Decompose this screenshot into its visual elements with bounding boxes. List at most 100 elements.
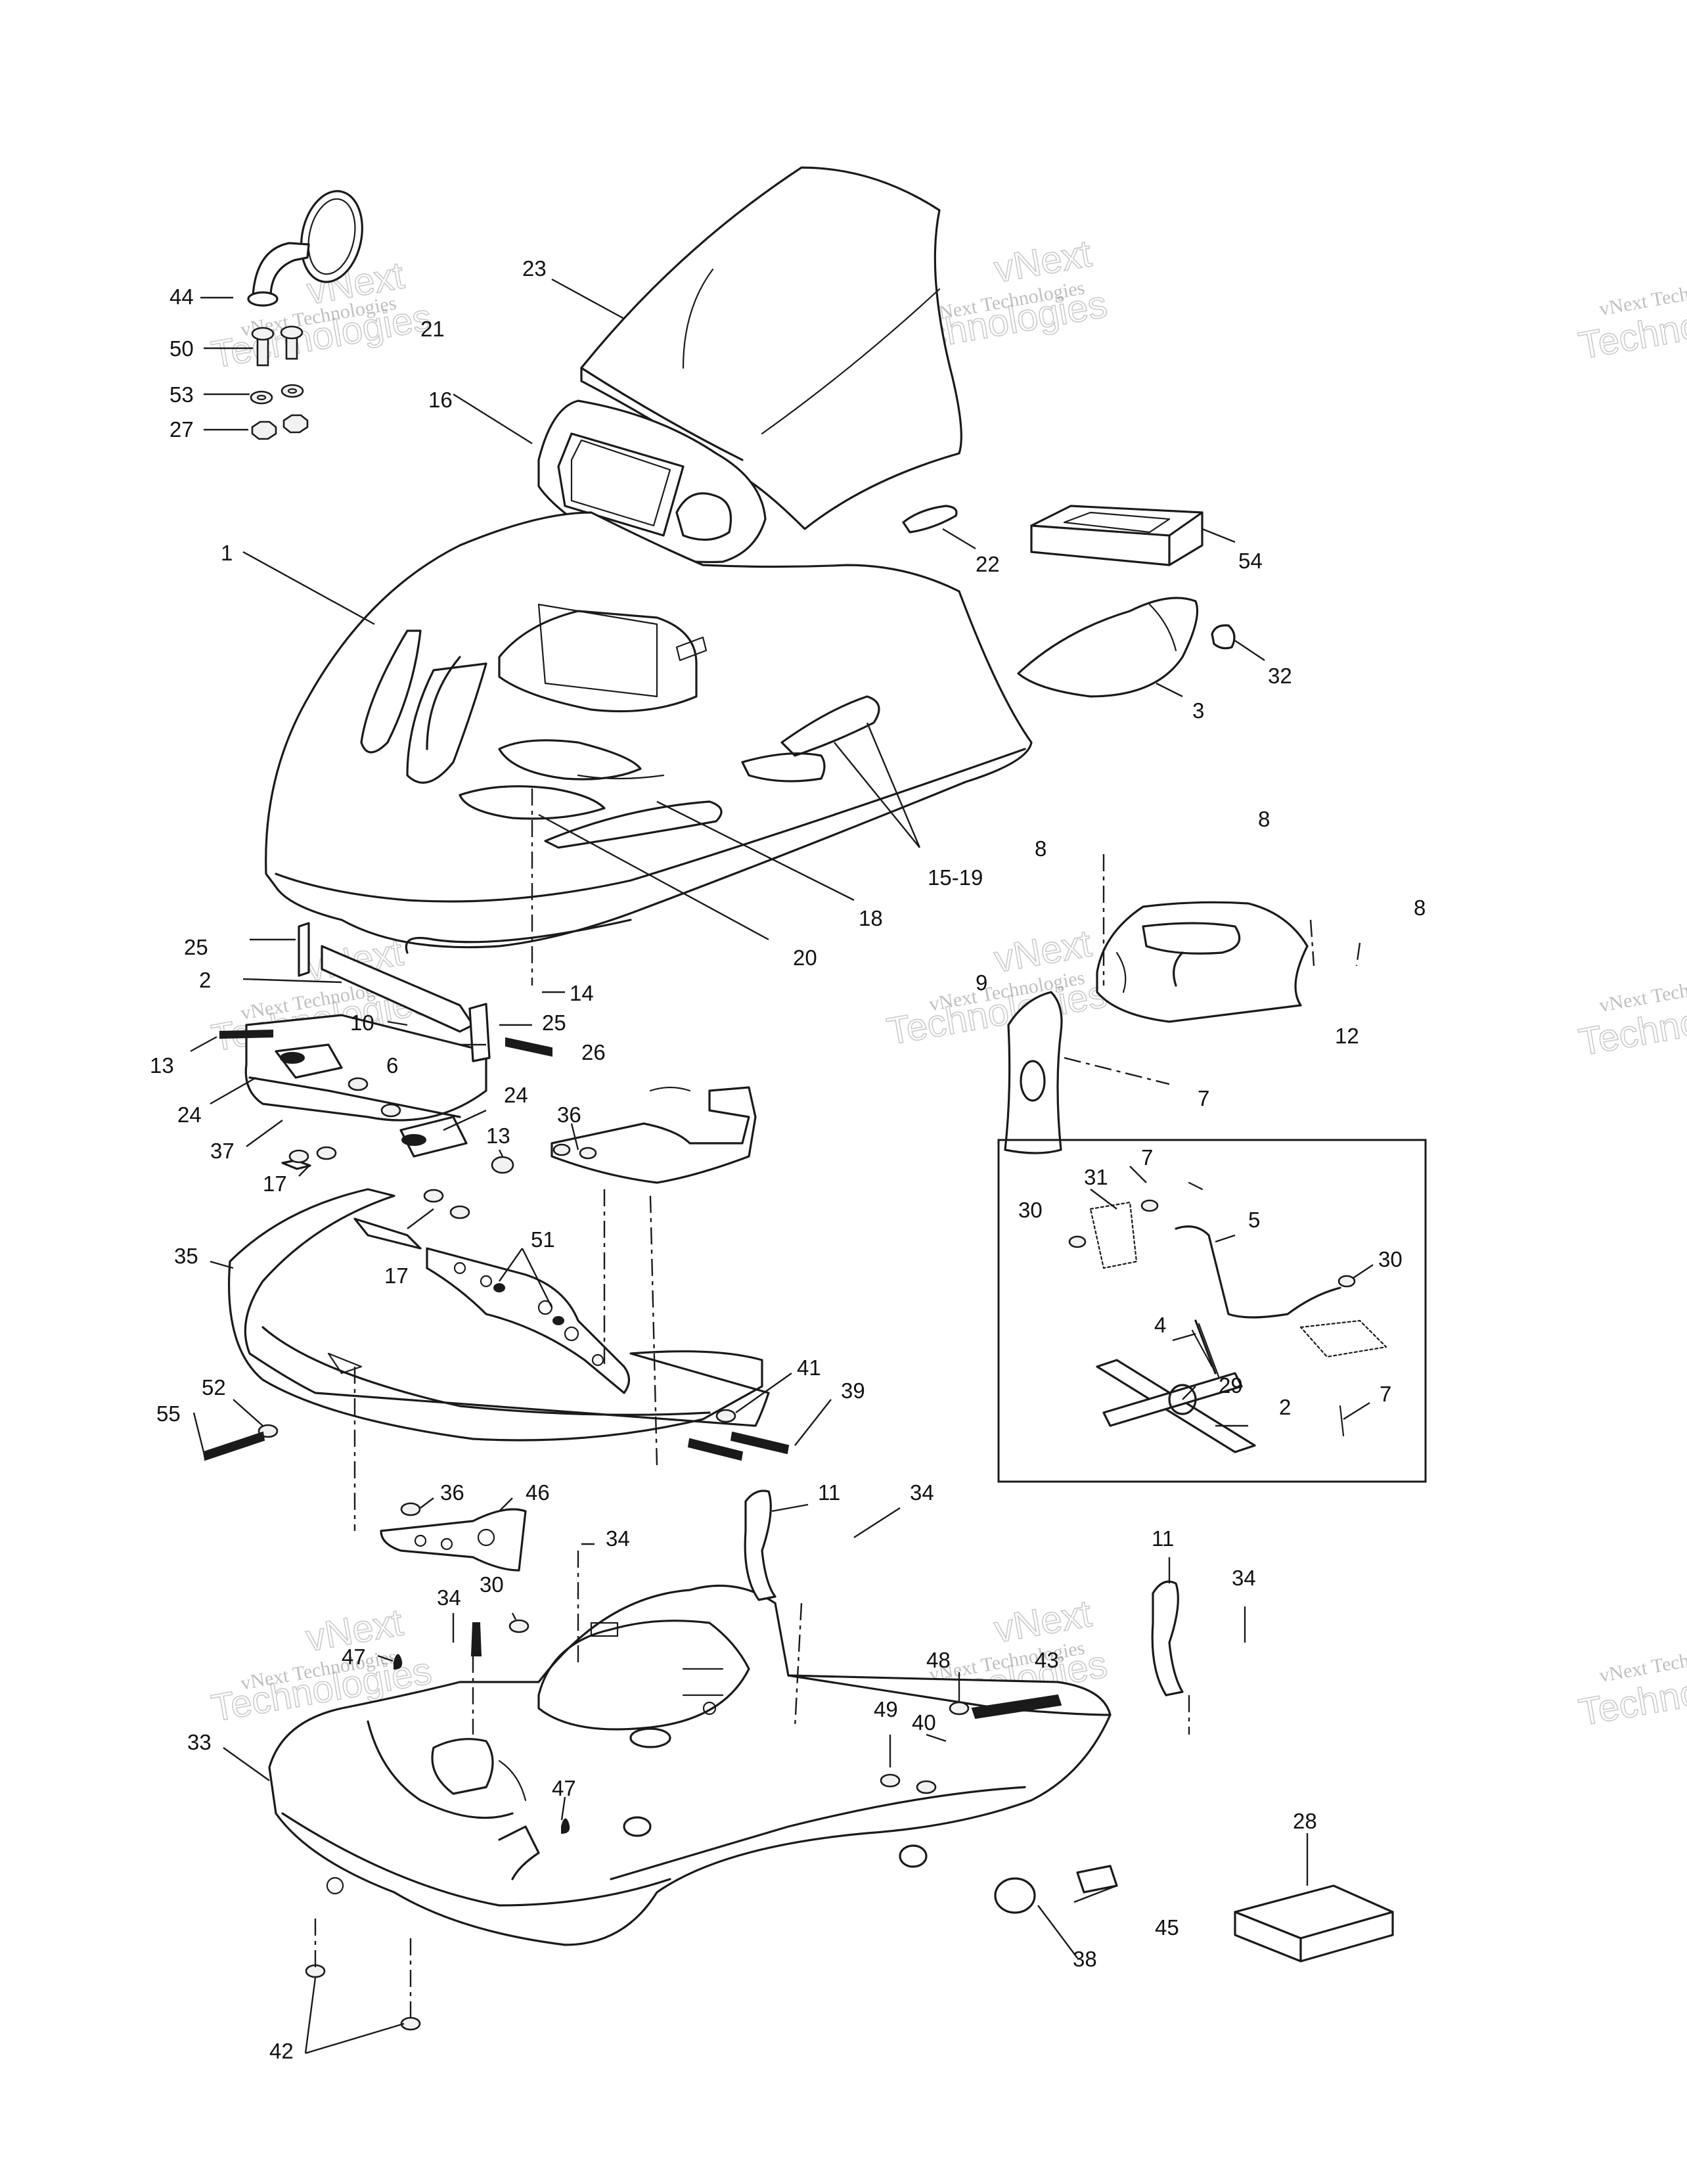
callout-15-19: 15-19 bbox=[928, 865, 983, 890]
callout-41: 41 bbox=[797, 1355, 821, 1380]
callout-4: 4 bbox=[1154, 1313, 1166, 1337]
watermark-mid-center: vNext Technologies vNext Technologies bbox=[884, 921, 1111, 1053]
callout-44: 44 bbox=[169, 284, 194, 309]
bumper-hardware bbox=[202, 1409, 790, 1461]
callout-7c: 7 bbox=[1380, 1382, 1391, 1406]
callout-34a: 34 bbox=[910, 1480, 934, 1505]
callout-40: 40 bbox=[912, 1710, 936, 1735]
bolt-13a bbox=[219, 1029, 273, 1039]
callout-8c: 8 bbox=[1414, 896, 1426, 920]
callout-2b: 2 bbox=[1279, 1395, 1291, 1419]
callout-labels: 44 50 53 27 21 23 16 1 22 54 32 3 15-19 … bbox=[150, 256, 1426, 2063]
callout-45: 45 bbox=[1155, 1915, 1179, 1940]
callout-3: 3 bbox=[1192, 698, 1204, 723]
support-bracket-46 bbox=[380, 1502, 527, 1572]
manual-28 bbox=[1234, 1884, 1394, 1963]
callout-10: 10 bbox=[350, 1011, 374, 1035]
callout-35: 35 bbox=[174, 1244, 198, 1268]
callout-49: 49 bbox=[874, 1697, 898, 1721]
callout-13b: 13 bbox=[486, 1124, 510, 1148]
callout-47b: 47 bbox=[552, 1776, 576, 1800]
callout-30b: 30 bbox=[1018, 1198, 1043, 1222]
callout-42: 42 bbox=[269, 2039, 294, 2063]
callout-13a: 13 bbox=[150, 1053, 174, 1078]
callout-33: 33 bbox=[187, 1730, 212, 1754]
watermark-top-right: Technologies vNext Technologies bbox=[1575, 271, 1687, 368]
vent-plug-22 bbox=[902, 505, 958, 534]
callout-16: 16 bbox=[428, 388, 453, 412]
callout-48: 48 bbox=[926, 1648, 951, 1672]
callout-50: 50 bbox=[169, 336, 194, 361]
callout-36a: 36 bbox=[557, 1103, 581, 1127]
front-bumper bbox=[227, 1188, 770, 1442]
callout-11b: 11 bbox=[1152, 1526, 1174, 1551]
callout-24a: 24 bbox=[177, 1103, 202, 1127]
watermark-low-right: Technologies vNext Technologies bbox=[1575, 1638, 1687, 1735]
callout-29: 29 bbox=[1219, 1373, 1243, 1398]
callout-23: 23 bbox=[522, 256, 547, 281]
callout-55: 55 bbox=[156, 1401, 181, 1426]
callout-2a: 2 bbox=[199, 968, 211, 992]
callout-12: 12 bbox=[1335, 1024, 1359, 1048]
bolt-50a bbox=[251, 327, 275, 367]
bolt-26 bbox=[505, 1037, 552, 1057]
callout-32: 32 bbox=[1268, 664, 1292, 688]
hood-cab bbox=[265, 511, 1033, 954]
callout-25a: 25 bbox=[184, 935, 208, 959]
callout-8b: 8 bbox=[1035, 836, 1046, 861]
callout-7b: 7 bbox=[1141, 1145, 1153, 1170]
callout-24b: 24 bbox=[504, 1083, 528, 1107]
callout-11a: 11 bbox=[818, 1480, 840, 1505]
callout-37: 37 bbox=[210, 1139, 235, 1163]
air-box-54 bbox=[1030, 505, 1203, 566]
console-12 bbox=[1096, 901, 1309, 1023]
callout-20: 20 bbox=[793, 945, 817, 970]
callout-47a: 47 bbox=[342, 1645, 366, 1669]
mirror-assembly bbox=[247, 190, 363, 440]
callout-34d: 34 bbox=[1232, 1566, 1256, 1590]
callout-7a: 7 bbox=[1198, 1086, 1209, 1110]
callout-17a: 17 bbox=[263, 1172, 287, 1196]
callout-31: 31 bbox=[1084, 1165, 1108, 1189]
callout-21: 21 bbox=[420, 317, 445, 341]
callout-43: 43 bbox=[1035, 1648, 1059, 1672]
bracket-11b bbox=[1151, 1580, 1184, 1696]
bracket-11a bbox=[744, 1490, 776, 1601]
front-brace-51 bbox=[353, 1217, 631, 1394]
hinge-bracket bbox=[551, 1086, 757, 1184]
callout-25b: 25 bbox=[542, 1011, 566, 1035]
callout-30a: 30 bbox=[480, 1572, 504, 1597]
watermark-mid-right: Technologies vNext Technologies bbox=[1575, 968, 1687, 1064]
callout-30c: 30 bbox=[1378, 1247, 1403, 1271]
callout-36b: 36 bbox=[440, 1480, 464, 1505]
callout-14: 14 bbox=[570, 981, 594, 1005]
callout-9: 9 bbox=[976, 970, 987, 995]
bolt-50b bbox=[280, 325, 304, 360]
callout-38: 38 bbox=[1073, 1947, 1097, 1971]
callout-53: 53 bbox=[169, 382, 194, 407]
callout-6: 6 bbox=[386, 1053, 398, 1078]
inset-tether bbox=[997, 1139, 1427, 1483]
assembly-lines bbox=[314, 788, 1361, 2017]
callout-52: 52 bbox=[202, 1375, 226, 1399]
callout-39: 39 bbox=[841, 1378, 865, 1403]
callout-1: 1 bbox=[221, 541, 233, 565]
retainer-9 bbox=[1004, 991, 1063, 1154]
callout-18: 18 bbox=[859, 906, 883, 930]
callout-22: 22 bbox=[976, 552, 1000, 576]
side-panel-3 bbox=[1017, 597, 1199, 698]
callout-46: 46 bbox=[526, 1480, 550, 1505]
callout-27: 27 bbox=[169, 417, 194, 442]
washer-6 bbox=[348, 1077, 401, 1118]
pin-13b bbox=[491, 1156, 514, 1174]
callout-8a: 8 bbox=[1258, 807, 1270, 831]
callout-54: 54 bbox=[1238, 549, 1263, 573]
callout-26: 26 bbox=[581, 1040, 606, 1064]
leader-lines bbox=[190, 278, 1374, 2055]
mount-bracket bbox=[219, 922, 552, 1219]
callout-5: 5 bbox=[1248, 1208, 1260, 1232]
belly-hardware bbox=[305, 1619, 1118, 2031]
callout-17b: 17 bbox=[384, 1263, 409, 1288]
callout-28: 28 bbox=[1293, 1809, 1317, 1833]
